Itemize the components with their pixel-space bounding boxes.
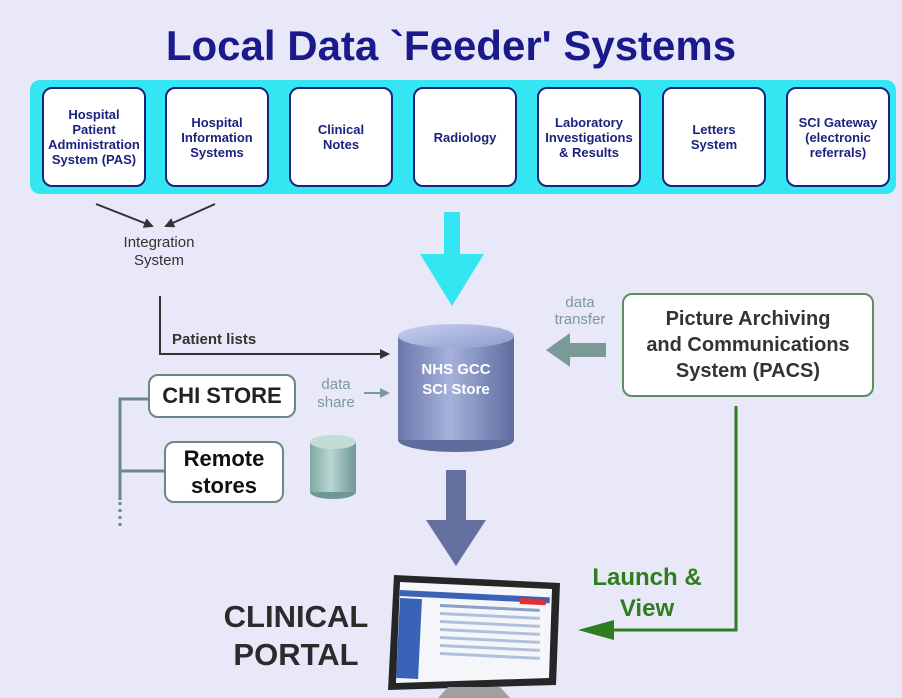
his-to-integration-arrow <box>164 203 216 228</box>
feeder-sci-gateway: SCI Gateway (electronic referrals) <box>786 87 890 187</box>
feeder-to-store-arrow <box>420 212 484 306</box>
sci-store-label: NHS GCC SCI Store <box>421 361 491 398</box>
feeder-laboratory: Laboratory Investigations & Results <box>537 87 641 187</box>
patient-lists-label: Patient lists <box>172 331 257 348</box>
feeder-clinical-notes: Clinical Notes <box>289 87 393 187</box>
pas-to-integration-arrow <box>95 203 154 228</box>
launch-connector <box>612 406 738 632</box>
chi-store-box: CHI STORE <box>148 374 296 418</box>
store-to-portal-arrow <box>426 470 486 566</box>
sci-store-cylinder <box>398 324 514 452</box>
clinical-portal-label: CLINICAL PORTAL <box>223 599 369 672</box>
feeder-pas: Hospital Patient Administration System (… <box>42 87 146 187</box>
patient-lists-connector <box>159 296 390 359</box>
stores-bracket <box>118 397 148 500</box>
launch-arrowhead <box>578 620 614 640</box>
integration-system-label: Integration System <box>123 234 195 269</box>
pacs-box: Picture Archiving and Communications Sys… <box>622 293 874 397</box>
remote-stores-box: Remote stores <box>164 441 284 503</box>
data-share-label: data share <box>317 376 355 411</box>
feeder-his: Hospital Information Systems <box>165 87 269 187</box>
feeder-radiology: Radiology <box>413 87 517 187</box>
remote-store-cylinder <box>310 435 356 499</box>
launch-view-label: Launch & View <box>592 564 702 622</box>
diagram-title: Local Data `Feeder' Systems <box>165 22 737 69</box>
monitor-illustration <box>388 575 560 698</box>
pacs-to-store-arrow <box>546 333 606 367</box>
data-transfer-label: data transfer <box>554 294 606 328</box>
feeder-letters: Letters System <box>662 87 766 187</box>
